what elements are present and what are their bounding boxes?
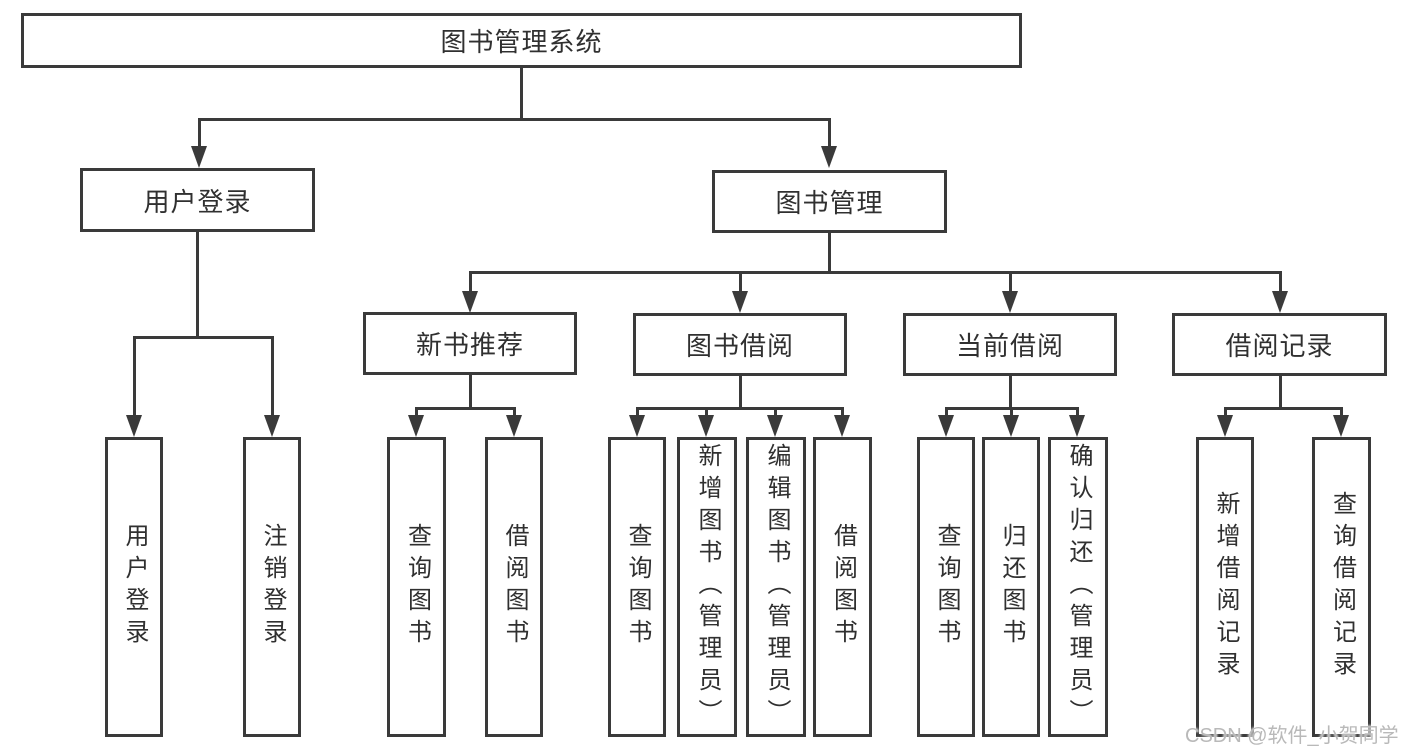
- arrow-down-icon: [938, 415, 954, 437]
- leaf-br-add-record: 新增借阅记录: [1196, 437, 1254, 737]
- leaf-bb-add-books-admin-label: 新增图书（管理员）: [694, 443, 721, 731]
- node-book-mgmt-label: 图书管理: [775, 188, 884, 218]
- csdn-watermark: CSDN @软件_小贺同学: [1185, 725, 1399, 747]
- leaf-user-login: 用户登录: [105, 437, 163, 737]
- connector-vline: [469, 271, 472, 291]
- leaf-cb-return-books-label: 归还图书: [998, 523, 1025, 651]
- leaf-bb-edit-books-admin: 编辑图书（管理员）: [746, 437, 806, 737]
- node-book-mgmt: 图书管理: [712, 170, 947, 233]
- leaf-br-query-record: 查询借阅记录: [1312, 437, 1371, 737]
- leaf-br-add-record-label: 新增借阅记录: [1212, 491, 1239, 683]
- arrow-down-icon: [732, 291, 748, 313]
- arrow-down-icon: [506, 415, 522, 437]
- leaf-nbr-query-books: 查询图书: [387, 437, 446, 737]
- arrow-down-icon: [1003, 415, 1019, 437]
- leaf-cb-query-books: 查询图书: [917, 437, 975, 737]
- leaf-cb-query-books-label: 查询图书: [933, 523, 960, 651]
- leaf-cb-confirm-return-admin: 确认归还（管理员）: [1048, 437, 1108, 737]
- leaf-bb-query-books: 查询图书: [608, 437, 666, 737]
- connector-vline: [198, 118, 201, 146]
- arrow-down-icon: [1002, 291, 1018, 313]
- node-new-book-rec-label: 新书推荐: [415, 330, 524, 360]
- connector-vline: [1279, 376, 1282, 410]
- connector-vline: [1340, 407, 1343, 415]
- arrow-down-icon: [698, 415, 714, 437]
- connector-vline: [828, 233, 831, 274]
- arrow-down-icon: [629, 415, 645, 437]
- node-borrow-record: 借阅记录: [1172, 313, 1387, 376]
- connector-vline: [739, 271, 742, 291]
- connector-vline: [196, 232, 199, 339]
- arrow-down-icon: [126, 415, 142, 437]
- connector-hline: [415, 407, 516, 410]
- leaf-logout-label: 注销登录: [259, 523, 286, 651]
- node-user-login: 用户登录: [80, 168, 315, 232]
- leaf-user-login-label: 用户登录: [121, 523, 148, 651]
- connector-hline: [1224, 407, 1343, 410]
- arrow-down-icon: [191, 146, 207, 168]
- leaf-bb-add-books-admin: 新增图书（管理员）: [677, 437, 737, 737]
- node-current-borrow: 当前借阅: [903, 313, 1117, 376]
- leaf-nbr-borrow-books-label: 借阅图书: [501, 523, 528, 651]
- node-root: 图书管理系统: [21, 13, 1022, 68]
- connector-hline: [469, 271, 1282, 274]
- connector-vline: [705, 407, 708, 415]
- arrow-down-icon: [1333, 415, 1349, 437]
- leaf-cb-confirm-return-admin-label: 确认归还（管理员）: [1065, 443, 1092, 731]
- connector-hline: [133, 336, 274, 339]
- connector-vline: [415, 407, 418, 415]
- connector-hline: [636, 407, 844, 410]
- leaf-bb-query-books-label: 查询图书: [624, 523, 651, 651]
- connector-vline: [774, 407, 777, 415]
- node-current-borrow-label: 当前借阅: [955, 331, 1064, 361]
- node-new-book-rec: 新书推荐: [363, 312, 577, 375]
- arrow-down-icon: [462, 291, 478, 313]
- connector-vline: [271, 336, 274, 415]
- leaf-bb-borrow-books-label: 借阅图书: [829, 523, 857, 651]
- connector-vline: [1009, 271, 1012, 291]
- connector-vline: [636, 407, 639, 415]
- connector-vline: [945, 407, 948, 415]
- connector-vline: [133, 336, 136, 415]
- node-book-borrow: 图书借阅: [633, 313, 847, 376]
- connector-hline: [198, 118, 831, 121]
- connector-vline: [469, 375, 472, 410]
- arrow-down-icon: [821, 146, 837, 168]
- arrow-down-icon: [408, 415, 424, 437]
- leaf-cb-return-books: 归还图书: [982, 437, 1040, 737]
- arrow-down-icon: [1272, 291, 1288, 313]
- leaf-bb-edit-books-admin-label: 编辑图书（管理员）: [763, 443, 790, 731]
- connector-vline: [1224, 407, 1227, 415]
- node-borrow-record-label: 借阅记录: [1225, 331, 1334, 361]
- connector-vline: [1076, 407, 1079, 415]
- node-book-borrow-label: 图书借阅: [685, 331, 794, 361]
- arrow-down-icon: [767, 415, 783, 437]
- arrow-down-icon: [1069, 415, 1085, 437]
- connector-vline: [1009, 376, 1012, 410]
- connector-vline: [513, 407, 516, 415]
- connector-vline: [1010, 407, 1013, 415]
- connector-vline: [841, 407, 844, 415]
- connector-vline: [739, 376, 742, 410]
- connector-vline: [828, 118, 831, 146]
- arrow-down-icon: [834, 415, 850, 437]
- node-root-label: 图书管理系统: [440, 27, 603, 57]
- leaf-logout: 注销登录: [243, 437, 301, 737]
- leaf-nbr-borrow-books: 借阅图书: [485, 437, 543, 737]
- connector-vline: [1279, 271, 1282, 291]
- leaf-nbr-query-books-label: 查询图书: [403, 523, 431, 651]
- leaf-br-query-record-label: 查询借阅记录: [1328, 491, 1356, 683]
- arrow-down-icon: [1217, 415, 1233, 437]
- leaf-bb-borrow-books: 借阅图书: [813, 437, 872, 737]
- connector-vline: [520, 68, 523, 121]
- node-user-login-label: 用户登录: [143, 186, 252, 217]
- arrow-down-icon: [264, 415, 280, 437]
